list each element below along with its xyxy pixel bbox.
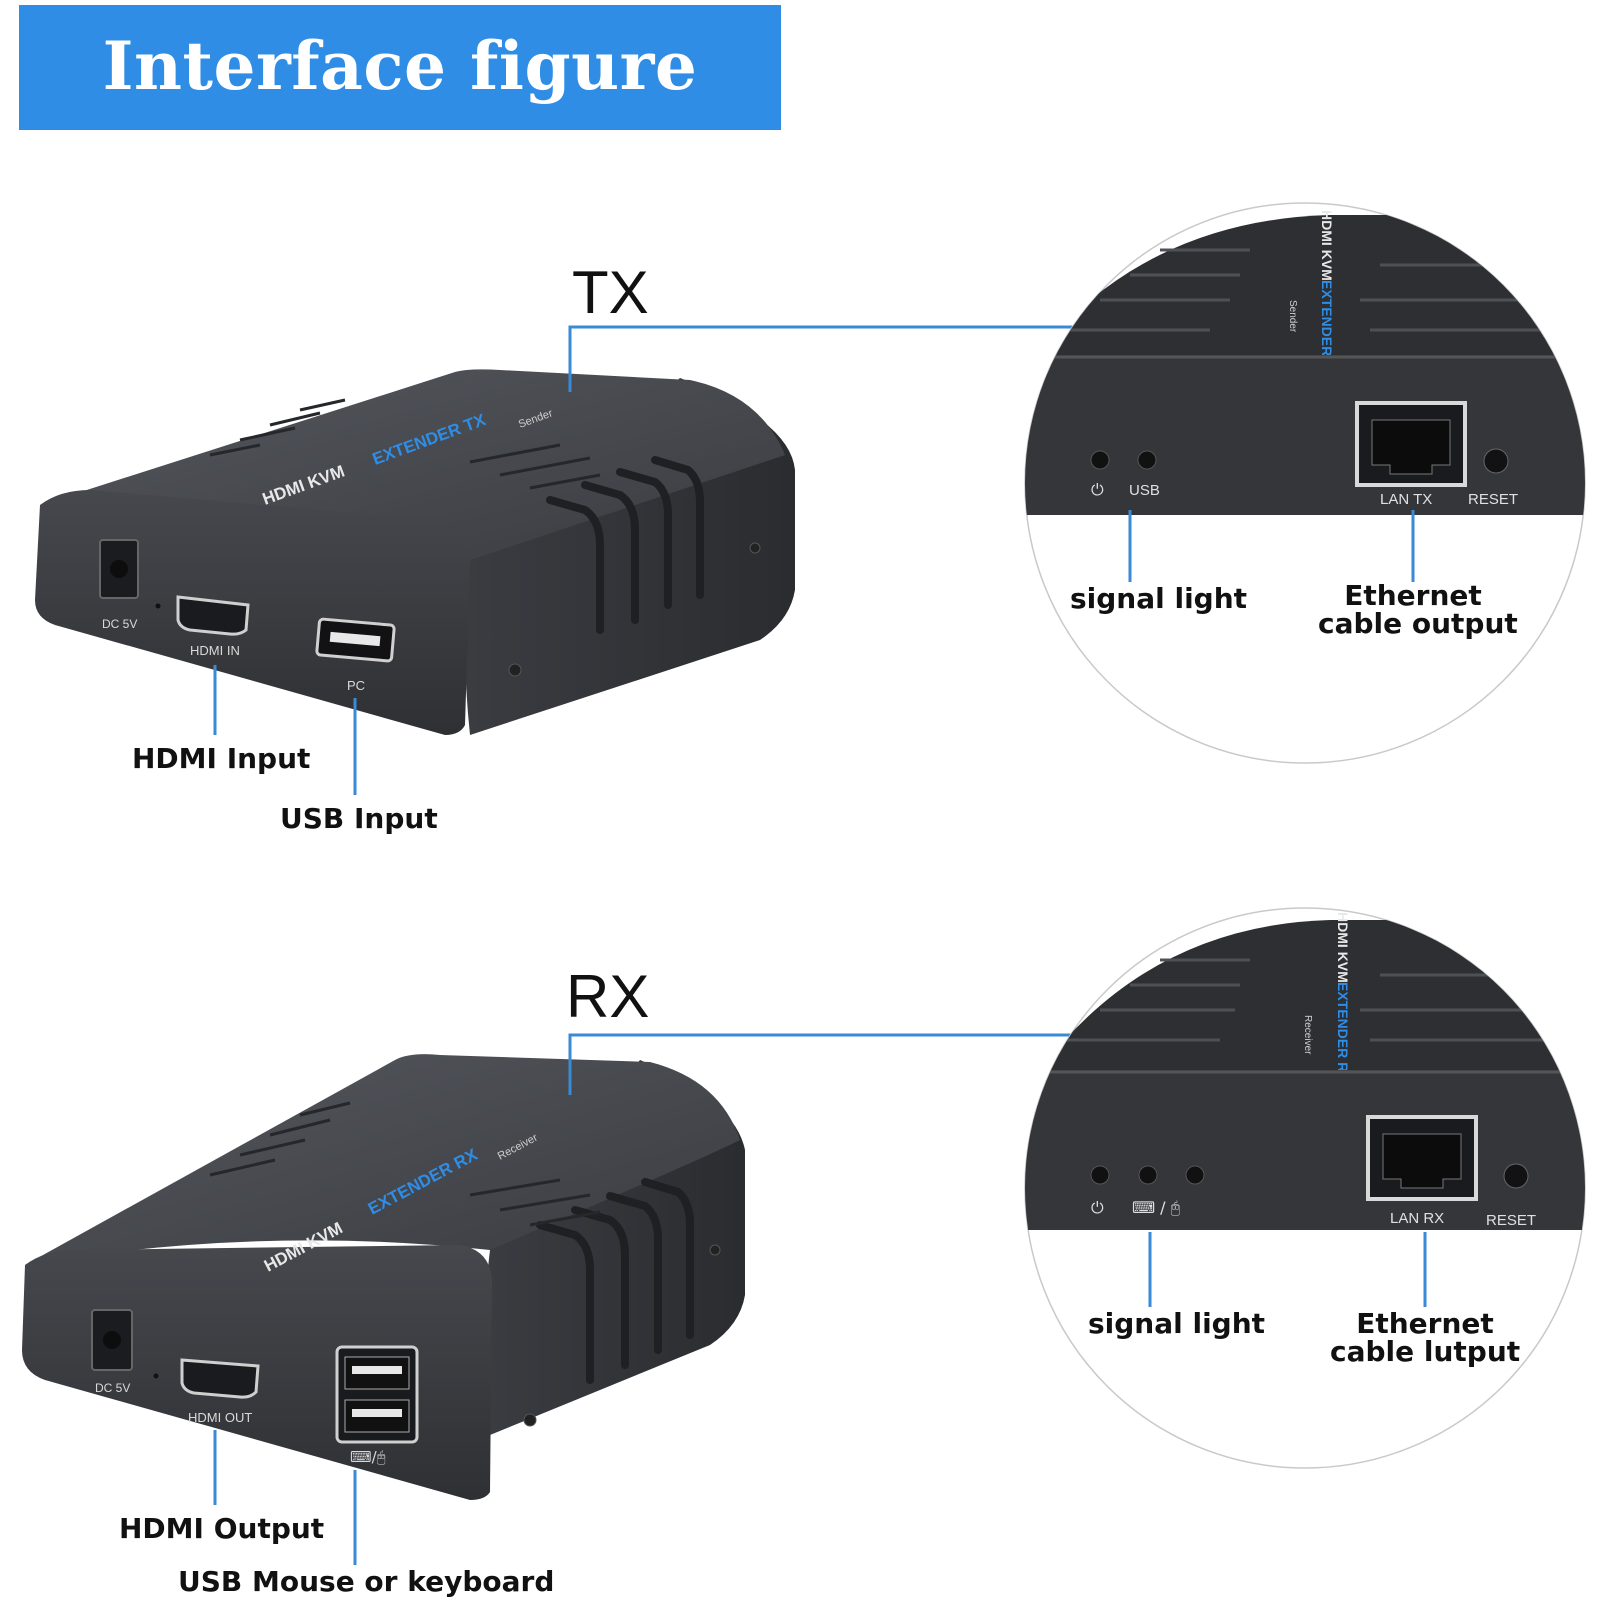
rx-zoom-reset-label: RESET bbox=[1486, 1212, 1536, 1229]
tx-usb-label: PC bbox=[347, 678, 365, 693]
rx-ethernet-callout-line1: Ethernet bbox=[1356, 1307, 1494, 1340]
tx-top-slots bbox=[209, 398, 601, 490]
title-banner: Interface figure bbox=[19, 5, 781, 130]
tx-zoom-reset-button bbox=[1483, 448, 1509, 474]
tx-zoom-circle: HDMI KVM EXTENDER TX Sender ⏻ USB LAN TX… bbox=[1024, 202, 1586, 764]
tx-dc-hole bbox=[110, 560, 128, 578]
rx-hdmi-port bbox=[180, 1358, 260, 1399]
rx-hdmi-label: HDMI OUT bbox=[188, 1410, 252, 1425]
rx-zoom-keyboard-led bbox=[1138, 1165, 1158, 1185]
rx-device: HDMI KVM EXTENDER RX Receiver DC 5V HDMI… bbox=[22, 1054, 745, 1500]
rx-screw bbox=[709, 1244, 721, 1256]
tx-hdmi-callout: HDMI Input bbox=[132, 742, 311, 775]
rx-section-label: RX bbox=[566, 963, 650, 1030]
tx-section-label: TX bbox=[572, 259, 649, 326]
tx-dc-label: DC 5V bbox=[102, 617, 137, 631]
rx-zoom-role: Receiver bbox=[1302, 1015, 1313, 1055]
tx-zoom-brand: HDMI KVM bbox=[1319, 210, 1335, 281]
tx-zoom-leader bbox=[568, 325, 1080, 392]
tx-zoom-lan-label: LAN TX bbox=[1380, 491, 1432, 508]
rx-device-top bbox=[25, 1054, 740, 1265]
rx-top-slots bbox=[209, 1101, 601, 1227]
rx-dc-label: DC 5V bbox=[95, 1381, 130, 1395]
rx-leader-lines bbox=[213, 1033, 1080, 1565]
rx-signal-light-callout: signal light bbox=[1088, 1307, 1266, 1340]
tx-zoom-brand-accent: EXTENDER TX bbox=[1319, 280, 1335, 379]
rx-ethernet-callout-line2: cable lutput bbox=[1330, 1335, 1521, 1368]
tx-zoom-power-led bbox=[1090, 450, 1110, 470]
rx-zoom-keyboard-mouse-icon: ⌨ / 🖰 bbox=[1132, 1198, 1180, 1217]
rx-ethernet-callout: Ethernet cable lutput bbox=[1330, 1310, 1520, 1366]
rx-dc-hole bbox=[103, 1331, 121, 1349]
tx-zoom-role: Sender bbox=[1287, 300, 1298, 333]
rx-zoom-reset-button bbox=[1503, 1163, 1529, 1189]
rx-zoom-brand: HDMI KVM bbox=[1335, 912, 1351, 983]
tx-zoom-usb-led bbox=[1137, 450, 1157, 470]
tx-screw bbox=[508, 663, 522, 677]
tx-zoom-power-icon: ⏻ bbox=[1091, 480, 1104, 499]
tx-device-front bbox=[35, 490, 470, 735]
tx-vents bbox=[546, 456, 704, 634]
rx-zoom-mouse-led bbox=[1185, 1165, 1205, 1185]
page-title: Interface figure bbox=[102, 27, 698, 105]
rx-zoom-leader bbox=[568, 1033, 1080, 1095]
tx-led-dot bbox=[155, 603, 161, 609]
tx-device: HDMI KVM EXTENDER TX Sender DC 5V HDMI I… bbox=[35, 369, 795, 735]
tx-zoom-usb-label: USB bbox=[1129, 482, 1160, 499]
rx-zoom-circle: HDMI KVM EXTENDER RX Receiver ⏻ ⌨ / 🖰 LA… bbox=[1024, 907, 1586, 1469]
tx-hdmi-label: HDMI IN bbox=[190, 643, 240, 658]
rx-keyboard-mouse-icon: ⌨/🖰 bbox=[350, 1448, 386, 1466]
tx-ethernet-callout-line1: Ethernet bbox=[1344, 579, 1482, 612]
tx-signal-light-callout: signal light bbox=[1070, 582, 1248, 615]
rx-usb-callout: USB Mouse or keyboard bbox=[178, 1565, 555, 1598]
rx-zoom-lan-label: LAN RX bbox=[1390, 1210, 1444, 1227]
tx-hdmi-port bbox=[176, 595, 250, 636]
rx-screw bbox=[523, 1413, 537, 1427]
tx-screw bbox=[749, 542, 761, 554]
tx-usb-callout: USB Input bbox=[280, 802, 438, 835]
rx-zoom-power-led bbox=[1090, 1165, 1110, 1185]
rx-vents bbox=[536, 1178, 694, 1384]
tx-ethernet-callout: Ethernet cable output bbox=[1318, 579, 1518, 640]
rx-hdmi-callout: HDMI Output bbox=[119, 1512, 325, 1545]
rx-zoom-brand-accent: EXTENDER RX bbox=[1335, 982, 1351, 1082]
rx-led-dot bbox=[153, 1373, 159, 1379]
tx-zoom-reset-label: RESET bbox=[1468, 491, 1518, 508]
tx-leader-lines bbox=[213, 325, 1080, 795]
rx-zoom-power-icon: ⏻ bbox=[1091, 1198, 1104, 1217]
tx-ethernet-callout-line2: cable output bbox=[1318, 607, 1518, 640]
